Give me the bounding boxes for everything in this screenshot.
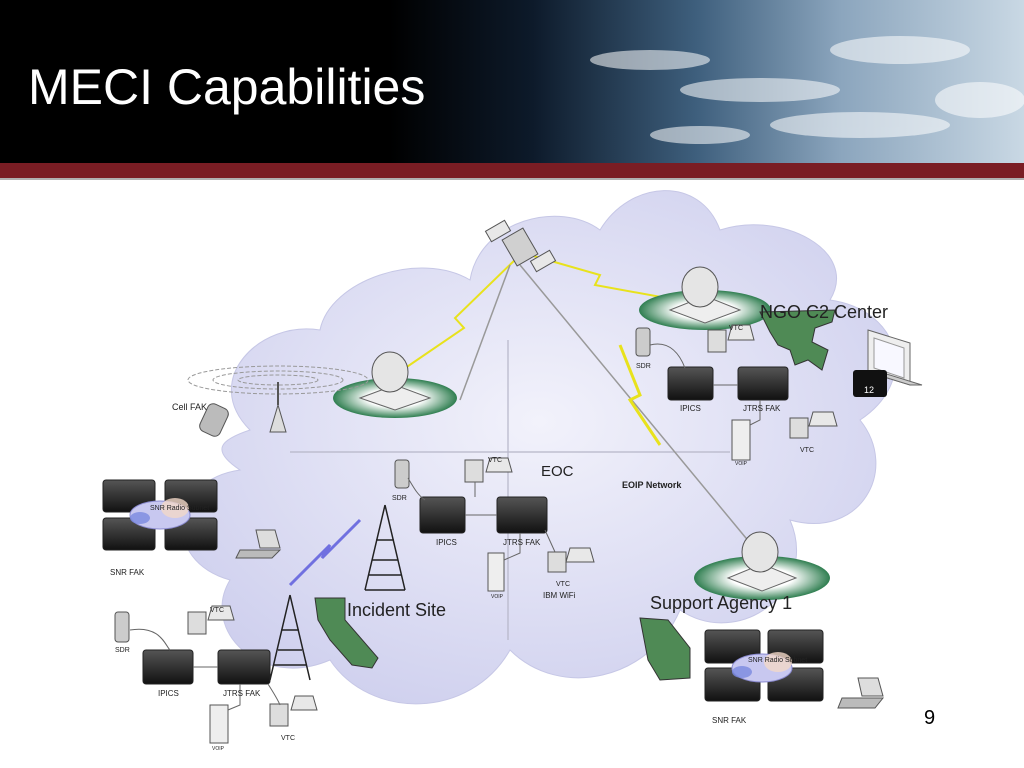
jtrs-label-eoc: JTRS FAK: [503, 538, 541, 547]
satellite-icon: [484, 219, 557, 273]
network-diagram: Cell FAK EOC SDR VTC IPICS JTRS FAK VOIP…: [102, 190, 923, 752]
snr-fak-right: [704, 629, 824, 702]
cell-antenna-icon: [269, 382, 287, 433]
clock-icon: 12: [853, 370, 887, 397]
dish-station-eoc: [333, 351, 457, 418]
earth-image: [405, 20, 1024, 163]
vtc-label-ngo: VTC: [800, 447, 814, 454]
vtc-label-incident-top: VTC: [210, 607, 224, 614]
clock-label: 12: [864, 385, 874, 395]
incident-equipment: [114, 605, 318, 744]
vtc-label-ngo-top: VTC: [729, 325, 743, 332]
maryland-map-icon: [759, 309, 836, 371]
cell-phone-icon: [199, 403, 229, 437]
ngo-equipment: [635, 324, 838, 461]
jtrs-label-ngo: JTRS FAK: [743, 404, 781, 413]
network-label: EOIP Network: [622, 480, 682, 490]
vtc-label-incident: VTC: [281, 735, 295, 742]
laptop-icon-right: [837, 677, 885, 709]
incident-links: [129, 628, 281, 711]
eoc-links: [407, 477, 556, 561]
ngo-links: [649, 343, 761, 426]
snr-fak-label-right: SNR FAK: [712, 716, 747, 725]
vtc-label-eoc: VTC: [556, 581, 570, 588]
laptop-icon-left: [235, 529, 282, 559]
voip-label-incident: VOIP: [212, 746, 225, 752]
tower-icon-incident: [269, 504, 406, 681]
ibm-wifi-label: IBM WiFi: [543, 591, 576, 600]
dish-station-ngo: [639, 266, 771, 330]
page-number: 9: [924, 707, 936, 729]
ipics-label-ngo: IPICS: [680, 404, 701, 413]
eoc-label: EOC: [541, 463, 574, 480]
satellite-links: [288, 254, 761, 587]
dish-station-support: [694, 531, 830, 600]
ipics-label-incident: IPICS: [158, 689, 179, 698]
snr-fak-label-left: SNR FAK: [110, 568, 145, 577]
incident-site-label: Incident Site: [347, 600, 446, 620]
sdr-label-incident: SDR: [115, 647, 130, 654]
vtc-label-eoc-top: VTC: [488, 457, 502, 464]
jtrs-label-incident: JTRS FAK: [223, 689, 261, 698]
support-agency-label: Support Agency 1: [650, 593, 792, 613]
ipics-label-eoc: IPICS: [436, 538, 457, 547]
california-map-icon: [314, 597, 379, 669]
snr-fak-left: [102, 479, 218, 551]
sdr-label-eoc: SDR: [392, 495, 407, 502]
eoc-equipment: [394, 457, 595, 592]
sdr-label-ngo: SDR: [636, 363, 651, 370]
voip-label-ngo: VOIP: [735, 461, 748, 467]
snr-subnet-label-right: SNR Radio Subnet: [748, 657, 807, 664]
snr-subnet-label-left: SNR Radio Subnet: [150, 505, 209, 512]
ngo-center-label: NGO C2 Center: [760, 302, 888, 322]
slide-title: MECI Capabilities: [28, 59, 426, 115]
voip-label-eoc: VOIP: [491, 594, 504, 600]
header-stripe: [0, 163, 1024, 178]
slide-header: MECI Capabilities: [0, 0, 1024, 163]
header-divider: [0, 178, 1024, 180]
georgia-map-icon: [639, 617, 691, 681]
cell-fak-label: Cell FAK: [172, 402, 207, 412]
